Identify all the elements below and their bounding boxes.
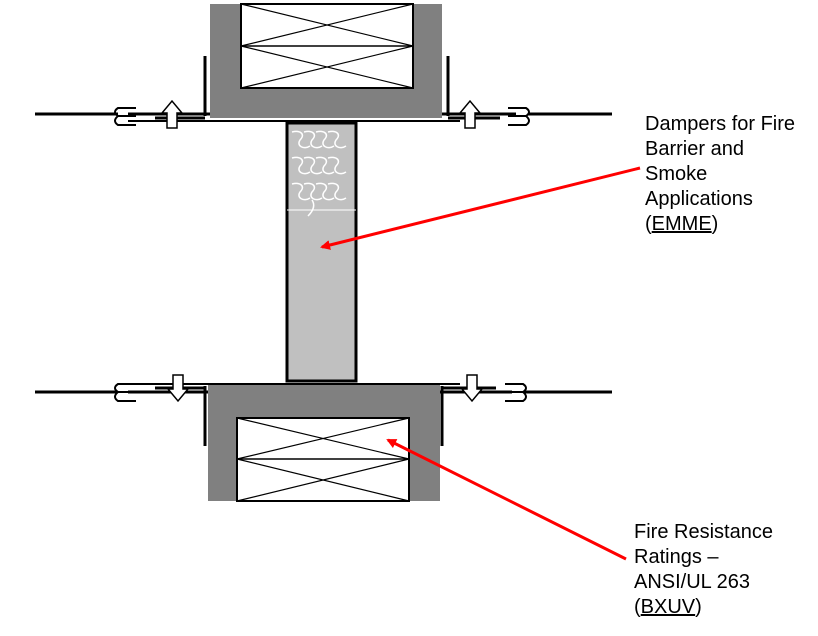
top-wall-line (35, 112, 612, 122)
paren-close: ) (711, 213, 719, 235)
damper-label-line: Barrier and (645, 138, 744, 160)
bxuv-link[interactable]: BXUV (640, 596, 696, 618)
spring-icon (291, 130, 347, 217)
rating-callout-arrow (386, 438, 627, 561)
paren-open: ( (645, 213, 652, 235)
rating-label-line: ANSI/UL 263 (634, 571, 750, 593)
damper-label-line: Dampers for Fire (645, 113, 796, 135)
damper-callout-label: Dampers for Fire Barrier and Smoke Appli… (645, 112, 795, 237)
duct-section (285, 121, 358, 383)
emme-link[interactable]: EMME (651, 213, 712, 235)
top-frame (210, 3, 442, 118)
paren-open: ( (634, 596, 641, 618)
damper-label-line: Applications (645, 188, 753, 210)
rating-label-ref-line: (BXUV) (634, 595, 773, 620)
bottom-frame (208, 385, 440, 502)
rating-label-line: Fire Resistance (634, 521, 773, 543)
rating-label-line: Ratings – (634, 546, 719, 568)
down-arrow-icon (166, 374, 484, 403)
damper-callout-arrow (320, 166, 641, 250)
up-arrow-icon (160, 99, 482, 129)
top-sleeve (155, 56, 500, 120)
damper-label-ref-line: (EMME) (645, 212, 795, 237)
rating-callout-label: Fire Resistance Ratings – ANSI/UL 263 (B… (634, 520, 773, 620)
paren-close: ) (695, 596, 702, 618)
damper-label-line: Smoke (645, 163, 708, 185)
